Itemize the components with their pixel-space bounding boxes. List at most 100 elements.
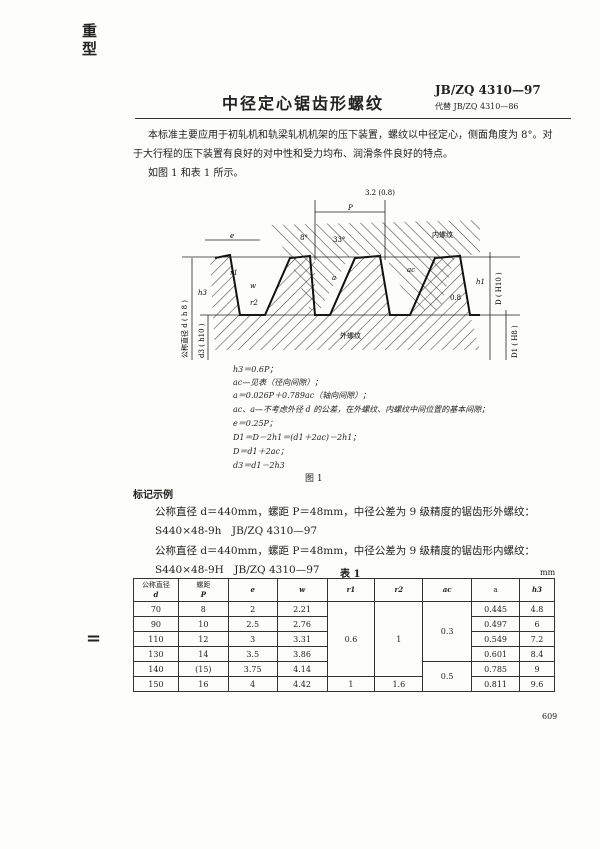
table-cell: 10 <box>177 616 229 632</box>
label-pitch: P <box>347 204 353 212</box>
table-cell: 3 <box>227 631 278 647</box>
table-cell: 2.76 <box>276 616 328 632</box>
figure-caption: 图 1 <box>305 474 323 484</box>
table-cell: 0.785 <box>471 661 520 677</box>
label-internal-thread: 内螺纹 <box>432 230 453 239</box>
label-external-thread: 外螺纹 <box>340 331 361 340</box>
table-cell: 4 <box>227 676 278 692</box>
marking-example-2-code: S440×48-9H JB/ZQ 4310—97 <box>155 564 320 576</box>
table-cell: 3.75 <box>227 661 278 677</box>
label-a: a <box>332 274 336 282</box>
table-cell: 0.5 <box>422 661 473 692</box>
header-rule <box>135 118 571 119</box>
standard-number: JB/ZQ 4310—97 <box>435 83 541 97</box>
table-cell: 0.497 <box>471 616 520 632</box>
label-D1: D1 ( H8 ) <box>511 325 519 358</box>
marking-example-2-desc: 公称直径 d＝440mm，螺距 P＝48mm，中径公差为 9 级精度的锯齿形内螺… <box>155 545 536 557</box>
label-d3: d3 ( h10 ) <box>198 323 206 358</box>
table-cell: 8 <box>177 601 229 617</box>
table-cell: 14 <box>177 646 229 662</box>
formula-5: e＝0.25P； <box>233 419 277 428</box>
marking-example-1-code: S440×48-9h JB/ZQ 4310—97 <box>155 525 318 537</box>
table-cell: 1 <box>374 601 424 677</box>
label-r2: r2 <box>250 299 258 307</box>
header-h3: h3 <box>519 578 555 602</box>
table-cell: 1 <box>326 676 376 692</box>
table-cell: 2 <box>227 601 278 617</box>
label-roughness-08: 0.8 <box>450 294 461 302</box>
table-cell: 0.601 <box>471 646 520 662</box>
header-r2: r2 <box>374 578 424 602</box>
formula-7: D＝d1＋2ac； <box>233 447 288 456</box>
table-cell: 130 <box>133 646 179 662</box>
table-cell: 3.86 <box>276 646 328 662</box>
header-ac: ac <box>422 578 473 602</box>
table-cell: 9.6 <box>519 676 555 692</box>
side-mark-1: 重 <box>82 22 98 40</box>
thread-profile-diagram: 3.2 (0.8) P 8° 33° 内螺纹 外螺纹 e w r1 r2 h3 … <box>180 189 520 360</box>
table-cell: 16 <box>177 676 229 692</box>
table-cell: 4.8 <box>519 601 555 617</box>
marking-heading: 标记示例 <box>133 490 173 501</box>
label-h1: h1 <box>476 278 485 286</box>
label-h3: h3 <box>198 289 208 297</box>
table-cell: 2.5 <box>227 616 278 632</box>
label-e: e <box>230 232 234 240</box>
label-nominal-diameter: 公称直径 d ( h 8 ) <box>180 300 189 358</box>
formula-8: d3＝d1－2h3 <box>233 461 285 470</box>
formula-4: ac、a—不考虑外径 d 的公差，在外螺纹、内螺纹中间位置的基本间隙； <box>233 405 490 414</box>
page-title: 中径定心锯齿形螺纹 <box>222 94 385 113</box>
header-a: a <box>471 578 520 602</box>
table-cell: 0.6 <box>326 601 376 677</box>
roughness-symbol: 3.2 (0.8) <box>365 189 395 197</box>
table-cell: 8.4 <box>519 646 555 662</box>
external-thread-region <box>210 255 480 350</box>
formula-6: D1＝D－2h1＝(d1＋2ac)－2h1； <box>233 433 361 442</box>
table-cell: 0.3 <box>422 601 473 662</box>
marking-example-1-desc: 公称直径 d＝440mm，螺距 P＝48mm，中径公差为 9 级精度的锯齿形外螺… <box>155 506 536 518</box>
table-cell: 150 <box>133 676 179 692</box>
table-cell: 0.445 <box>471 601 520 617</box>
table-cell: (15) <box>177 661 229 677</box>
table-cell: 9 <box>519 661 555 677</box>
table-cell: 12 <box>177 631 229 647</box>
margin-mark: = <box>86 628 102 649</box>
label-angle-8: 8° <box>300 234 308 242</box>
table-cell: 3.5 <box>227 646 278 662</box>
table-cell: 6 <box>519 616 555 632</box>
formula-1: h3＝0.6P； <box>233 365 278 374</box>
intro-line-1: 本标准主要应用于初轧机和轨梁轧机机架的压下装置，螺纹以中径定心，侧面角度为 8°… <box>148 130 553 141</box>
formula-2: ac—见表（径向间隙）； <box>233 378 323 387</box>
table-cell: 4.14 <box>276 661 328 677</box>
table-unit: mm <box>540 568 556 577</box>
table-cell: 110 <box>133 631 179 647</box>
side-mark-2: 型 <box>82 40 98 58</box>
label-ac: ac <box>407 266 415 274</box>
table-cell: 90 <box>133 616 179 632</box>
table-cell: 2.21 <box>276 601 328 617</box>
replaces-note: 代替 JB/ZQ 4310—86 <box>435 102 519 111</box>
table-cell: 140 <box>133 661 179 677</box>
label-r1: r1 <box>230 269 238 277</box>
side-mark: 重型 <box>82 22 97 58</box>
table-cell: 70 <box>133 601 179 617</box>
formula-3: a＝0.026P＋0.789ac（轴向间隙）； <box>233 391 371 400</box>
header-e: e <box>227 578 278 602</box>
table-caption: 表 1 <box>340 569 361 580</box>
intro-line-3: 如图 1 和表 1 所示。 <box>148 168 244 179</box>
table-cell: 1.6 <box>374 676 424 692</box>
table-cell: 4.42 <box>276 676 328 692</box>
page-number: 609 <box>542 712 558 721</box>
label-w: w <box>250 282 256 290</box>
intro-line-2: 于大行程的压下装置有良好的对中性和受力均布、润滑条件良好的特点。 <box>133 149 453 160</box>
header-w: w <box>276 578 328 602</box>
